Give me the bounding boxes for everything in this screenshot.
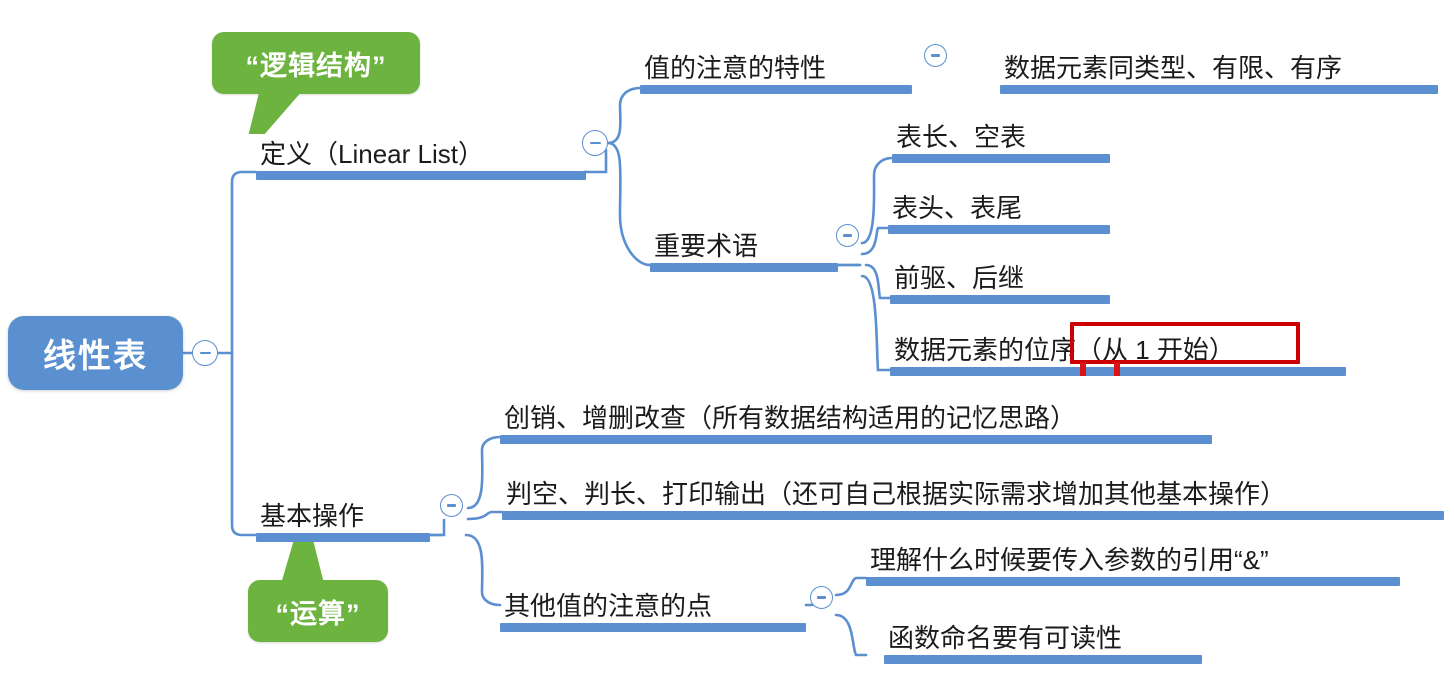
topic-definition[interactable]: 定义（Linear List） [256, 118, 586, 180]
topic-underline-bar [890, 295, 1110, 304]
topic-underline-bar [256, 533, 430, 542]
collapse-minus-icon [931, 54, 940, 57]
topic-other-notes[interactable]: 其他值的注意的点 [500, 574, 806, 632]
topic-key-terms-label: 重要术语 [654, 231, 759, 262]
collapse-minus-icon [447, 504, 456, 507]
topic-underline-bar [866, 577, 1400, 586]
topic-note-reference-label: 理解什么时候要传入参数的引用“&” [870, 545, 1269, 576]
wire-trunk-up [230, 170, 258, 355]
topic-op-misc-label: 判空、判长、打印输出（还可自己根据实际需求增加其他基本操作） [506, 479, 1287, 510]
topic-term-predsucc-label: 前驱、后继 [894, 263, 1025, 294]
wire-terms-4 [860, 274, 892, 372]
collapse-minus-icon [589, 141, 601, 145]
callout-tail-icon [270, 538, 324, 582]
wire-def-down [606, 141, 652, 267]
topic-op-misc[interactable]: 判空、判长、打印输出（还可自己根据实际需求增加其他基本操作） [502, 462, 1444, 520]
topic-underline-bar [500, 623, 806, 632]
topic-underline-bar [1000, 85, 1438, 94]
topic-value-traits[interactable]: 值的注意的特性 [640, 34, 912, 94]
topic-definition-label: 定义（Linear List） [260, 139, 484, 170]
wire-terms-3 [864, 263, 892, 300]
value-traits-collapse-toggle[interactable] [924, 44, 947, 67]
topic-underline-bar [892, 154, 1110, 163]
wire-ops-1 [466, 435, 502, 510]
topic-underline-bar [500, 435, 1212, 444]
topic-key-terms[interactable]: 重要术语 [650, 212, 838, 272]
callout-operations: “运算” [248, 538, 388, 642]
wire-notes-2 [834, 613, 868, 657]
topic-traits-detail-label: 数据元素同类型、有限、有序 [1004, 53, 1343, 84]
other-notes-collapse-toggle[interactable] [810, 586, 833, 609]
wire-ops-2 [466, 510, 504, 521]
wire-terms-2 [860, 226, 890, 256]
topic-term-headtail-label: 表头、表尾 [892, 193, 1023, 224]
topic-basic-operations-label: 基本操作 [260, 501, 365, 532]
topic-traits-detail[interactable]: 数据元素同类型、有限、有序 [1000, 34, 1438, 94]
topic-term-length-label: 表长、空表 [896, 122, 1027, 153]
wire-notes-1 [834, 576, 868, 597]
key-terms-collapse-toggle[interactable] [836, 224, 859, 247]
topic-note-naming[interactable]: 函数命名要有可读性 [884, 606, 1202, 664]
topic-op-crud-label: 创销、增删改查（所有数据结构适用的记忆思路） [504, 403, 1077, 434]
topic-underline-bar [502, 511, 1444, 520]
topic-other-notes-label: 其他值的注意的点 [504, 591, 713, 622]
topic-term-position-label: 数据元素的位序（从 1 开始） [894, 335, 1235, 366]
topic-term-predsucc[interactable]: 前驱、后继 [890, 246, 1110, 304]
wire-trunk-down [230, 351, 258, 537]
callout-logical-structure-label: “逻辑结构” [245, 50, 387, 81]
collapse-minus-icon [843, 234, 852, 237]
topic-underline-bar [640, 85, 912, 94]
topic-note-naming-label: 函数命名要有可读性 [888, 623, 1123, 654]
definition-collapse-toggle[interactable] [582, 130, 608, 156]
root-node-label: 线性表 [43, 337, 148, 374]
annotation-red-box [1070, 322, 1300, 364]
topic-underline-bar [888, 225, 1110, 234]
callout-operations-label: “运算” [275, 598, 361, 629]
root-collapse-toggle[interactable] [192, 340, 218, 366]
wire-ops-3 [464, 533, 502, 607]
topic-underline-bar [884, 655, 1202, 664]
topic-underline-bar [650, 263, 838, 272]
topic-op-crud[interactable]: 创销、增删改查（所有数据结构适用的记忆思路） [500, 386, 1212, 444]
basic-operations-collapse-toggle[interactable] [440, 494, 463, 517]
topic-note-reference[interactable]: 理解什么时候要传入参数的引用“&” [866, 528, 1400, 586]
annotation-tick-icon [1080, 362, 1086, 376]
root-node[interactable]: 线性表 [8, 316, 183, 390]
callout-logical-structure: “逻辑结构” [212, 32, 420, 134]
topic-term-headtail[interactable]: 表头、表尾 [888, 176, 1110, 234]
topic-value-traits-label: 值的注意的特性 [644, 53, 827, 84]
annotation-tick-icon [1114, 362, 1120, 376]
collapse-minus-icon [199, 351, 211, 355]
collapse-minus-icon [817, 596, 826, 599]
topic-term-length[interactable]: 表长、空表 [892, 105, 1110, 163]
topic-underline-bar [256, 171, 586, 180]
wire-def-up [606, 86, 642, 145]
topic-basic-operations[interactable]: 基本操作 [256, 482, 430, 542]
